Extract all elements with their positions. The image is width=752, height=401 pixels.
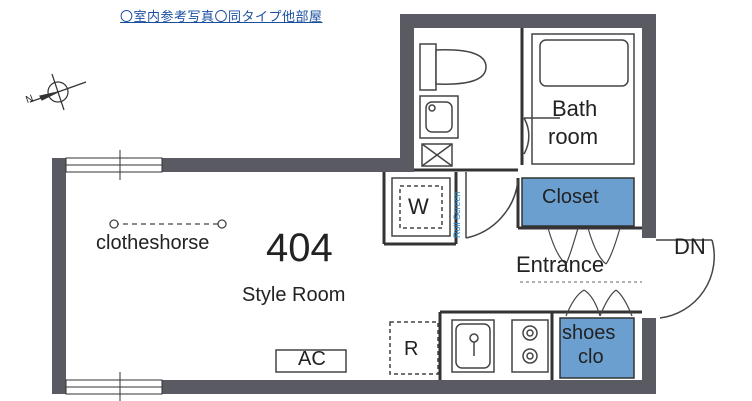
closet bbox=[521, 177, 635, 227]
clotheshorse-label: clotheshorse bbox=[96, 232, 210, 254]
air-conditioner bbox=[275, 349, 347, 373]
stove bbox=[511, 319, 549, 373]
shoe-closet-doors bbox=[565, 289, 633, 317]
room-type: Style Room bbox=[242, 284, 346, 306]
shoe-closet-label-2: clo bbox=[578, 346, 604, 368]
fridge-label: R bbox=[404, 338, 419, 360]
window-top bbox=[65, 150, 163, 180]
interior-partitions bbox=[382, 28, 642, 380]
bath-door bbox=[523, 117, 560, 155]
roll-screen-label: Roll Screen bbox=[452, 191, 462, 238]
outer-walls bbox=[52, 14, 656, 394]
toilet-storage bbox=[421, 143, 453, 167]
ac-label: AC bbox=[298, 348, 326, 370]
room-number: 404 bbox=[266, 226, 333, 270]
refrigerator bbox=[389, 321, 439, 375]
closet-doors bbox=[547, 227, 621, 265]
compass-icon bbox=[29, 73, 87, 111]
toilet-door bbox=[465, 172, 519, 239]
wash-basin bbox=[419, 95, 459, 139]
washing-machine bbox=[391, 177, 451, 237]
photo-note-caption: 〇室内参考写真〇同タイプ他部屋 bbox=[120, 10, 323, 25]
entrance-label: Entrance bbox=[516, 252, 605, 277]
shoe-closet-label: shoes bbox=[562, 322, 616, 344]
bathtub bbox=[531, 33, 635, 165]
down-label: DN bbox=[674, 234, 706, 259]
closet-label: Closet bbox=[542, 186, 599, 208]
shoe-closet bbox=[559, 317, 635, 379]
clotheshorse-rail bbox=[109, 219, 227, 229]
entrance-door bbox=[656, 239, 715, 319]
bath-label-2: room bbox=[548, 124, 599, 149]
toilet bbox=[419, 43, 487, 91]
washer-label: W bbox=[408, 194, 429, 219]
bath-label: Bath bbox=[552, 96, 598, 121]
kitchen-sink bbox=[451, 319, 495, 373]
window-bottom bbox=[65, 372, 163, 401]
